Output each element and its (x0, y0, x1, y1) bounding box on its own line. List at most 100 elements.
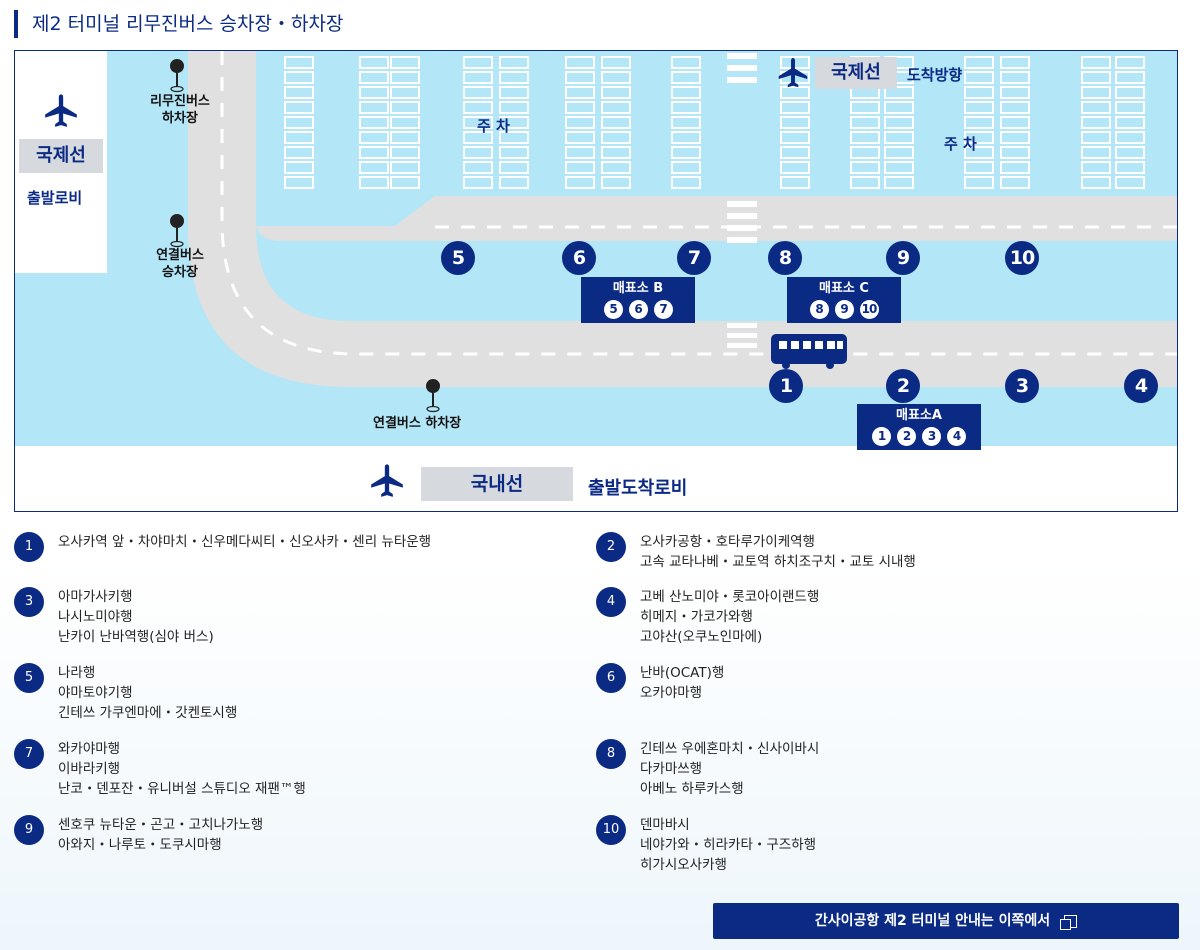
stop-7: 7 (677, 241, 711, 275)
route-number: 2 (596, 532, 626, 562)
parking-stall (884, 101, 914, 114)
parking-stall (1115, 161, 1145, 174)
route-line: 오사카역 앞・차야마치・신우메다씨티・신오사카・센리 뉴타운행 (58, 534, 432, 550)
ticket-office-a: 매표소A 1 2 3 4 (857, 404, 981, 450)
parking-stall (1115, 86, 1145, 99)
parking-stall (359, 161, 389, 174)
terminal-guide-link-button[interactable]: 간사이공항 제2 터미널 안내는 이쪽에서 (713, 903, 1179, 939)
terminal-map: 국제선 출발로비 국제선 도착방향 국내선 출발도착로비 주 차 주 차 리무진… (14, 50, 1178, 512)
parking-stall (284, 146, 314, 159)
parking-stall (780, 86, 810, 99)
parking-stall (1081, 116, 1111, 129)
location-pin-icon (170, 214, 184, 248)
parking-stall (1115, 131, 1145, 144)
stop-9: 9 (886, 241, 920, 275)
parking-stall (884, 116, 914, 129)
domestic-sub: 출발도착로비 (588, 478, 688, 499)
parking-stall (850, 116, 880, 129)
airplane-icon (778, 58, 808, 88)
parking-stall (964, 131, 994, 144)
airplane-icon (371, 464, 403, 497)
parking-stall (850, 131, 880, 144)
ticket-office-number: 1 (872, 427, 891, 446)
ticket-office-number: 7 (653, 300, 673, 319)
parking-stall (359, 101, 389, 114)
parking-stall (601, 71, 631, 84)
location-pin-icon (426, 379, 440, 413)
parking-label: 주 차 (944, 135, 977, 153)
parking-stall (565, 101, 595, 114)
parking-stall (284, 86, 314, 99)
route-item: 1 오사카역 앞・차야마치・신우메다씨티・신오사카・센리 뉴타운행 (14, 532, 431, 562)
route-line: 덴마바시 (640, 817, 690, 833)
connect-dropoff-label: 연결버스 하차장 (373, 416, 462, 431)
map-graphic (15, 51, 1177, 458)
parking-stall (780, 176, 810, 189)
parking-stall (565, 86, 595, 99)
parking-stall (1081, 86, 1111, 99)
parking-stall (964, 71, 994, 84)
parking-stall (284, 176, 314, 189)
parking-stall (359, 146, 389, 159)
parking-stall (284, 131, 314, 144)
parking-stall (1115, 101, 1145, 114)
parking-stall (1115, 116, 1145, 129)
parking-stall (359, 86, 389, 99)
parking-stall (1081, 101, 1111, 114)
parking-stall (1000, 86, 1030, 99)
parking-stall (499, 161, 529, 174)
parking-stall (565, 176, 595, 189)
parking-stall (1081, 146, 1111, 159)
parking-stall (601, 116, 631, 129)
page-title: 제2 터미널 리무진버스 승차장・하차장 (14, 10, 343, 38)
parking-stall (1115, 71, 1145, 84)
parking-stall (601, 146, 631, 159)
parking-stall (463, 146, 493, 159)
parking-stall (1081, 71, 1111, 84)
parking-stall (284, 56, 314, 69)
route-number: 6 (596, 663, 626, 693)
ticket-office-number: 6 (628, 300, 648, 319)
parking-stall (565, 146, 595, 159)
parking-stall (884, 86, 914, 99)
route-line: 난카이 난바역행(심야 버스) (58, 629, 214, 645)
route-line: 아베노 하루카스행 (640, 781, 744, 797)
parking-stall (499, 86, 529, 99)
parking-stall (359, 116, 389, 129)
route-number: 8 (596, 739, 626, 769)
parking-stall (390, 71, 420, 84)
ticket-office-number: 5 (603, 300, 623, 319)
ticket-office-b: 매표소 B 5 6 7 (581, 277, 695, 323)
upper-road (256, 196, 1177, 241)
route-number: 9 (14, 815, 44, 845)
ticket-office-number: 2 (897, 427, 916, 446)
stop-5: 5 (441, 241, 475, 275)
location-pin-icon (170, 59, 184, 93)
parking-stall (565, 56, 595, 69)
parking-stall (780, 116, 810, 129)
parking-stall (284, 101, 314, 114)
parking-stall (671, 101, 701, 114)
parking-stall (463, 131, 493, 144)
route-line: 히메지・가코가와행 (640, 609, 753, 625)
parking-stall (1081, 176, 1111, 189)
ticket-office-number: 3 (922, 427, 941, 446)
stop-4: 4 (1124, 369, 1158, 403)
parking-stall (359, 56, 389, 69)
parking-stall (284, 116, 314, 129)
route-line: 나라행 (58, 665, 96, 681)
parking-stall (1000, 56, 1030, 69)
route-line: 아마가사키행 (58, 589, 133, 605)
route-number: 10 (596, 815, 626, 845)
connect-pickup-label: 연결버스 승차장 (156, 248, 204, 280)
route-line: 다카마쓰행 (640, 761, 703, 777)
parking-stall (884, 176, 914, 189)
parking-stall (601, 131, 631, 144)
parking-stall (1000, 101, 1030, 114)
parking-stall (499, 131, 529, 144)
ticket-office-number: 8 (809, 300, 829, 319)
parking-stall (499, 146, 529, 159)
